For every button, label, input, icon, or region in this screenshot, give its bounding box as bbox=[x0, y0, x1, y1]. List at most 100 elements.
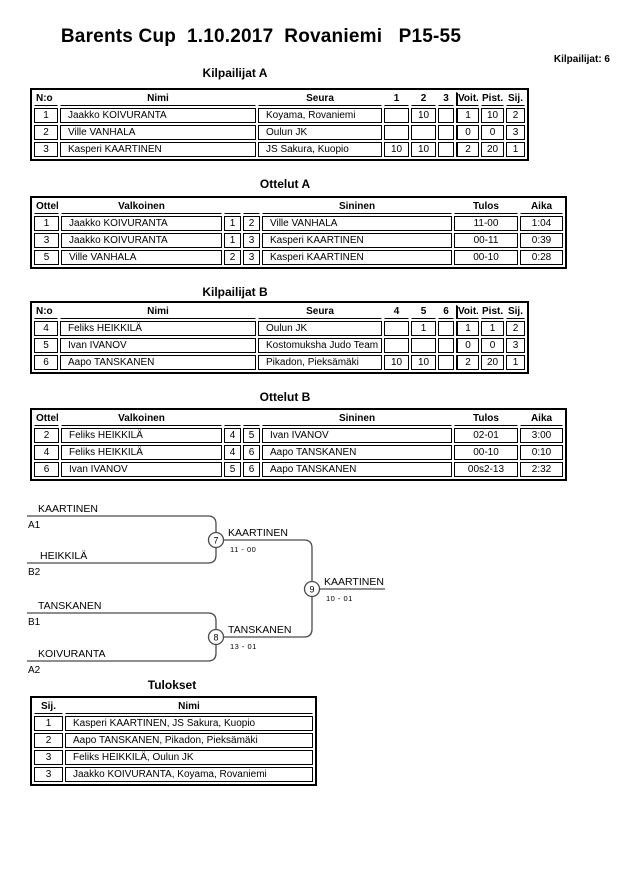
cell-white-no: 5 bbox=[224, 462, 241, 477]
table-row: 3 Kasperi KAARTINEN JS Sakura, Kuopio 10… bbox=[34, 142, 525, 157]
col-header-time: Aika bbox=[520, 412, 563, 426]
cell-no: 3 bbox=[34, 142, 58, 157]
col-header-2: 2 bbox=[411, 92, 436, 106]
section-title-matches-b: Ottelut B bbox=[259, 390, 311, 404]
section-title-matches-a: Ottelut A bbox=[259, 177, 311, 191]
col-header-6: 6 bbox=[438, 305, 454, 319]
cell-blue-name: Ville VANHALA bbox=[262, 216, 452, 231]
cell-match-no: 1 bbox=[34, 216, 59, 231]
elimination-bracket: KAARTINEN A1 HEIKKILÄ B2 TANSKANEN B1 KO… bbox=[27, 503, 385, 676]
table-row: 1 Kasperi KAARTINEN, JS Sakura, Kuopio bbox=[34, 716, 313, 731]
cell-white-name: Ville VANHALA bbox=[61, 250, 222, 265]
bracket-line-slot-b2 bbox=[27, 548, 217, 564]
cell-no: 6 bbox=[34, 355, 58, 370]
cell-score-4 bbox=[384, 321, 409, 336]
cell-score-6 bbox=[438, 355, 454, 370]
cell-wins: 2 bbox=[456, 142, 479, 157]
col-header-spacer bbox=[243, 200, 260, 214]
bracket-lines bbox=[27, 515, 385, 662]
cell-result: 11-00 bbox=[454, 216, 518, 231]
col-header-white: Valkoinen bbox=[61, 200, 222, 214]
cell-white-no: 1 bbox=[224, 233, 241, 248]
col-header-white: Valkoinen bbox=[61, 412, 222, 426]
cell-place: 1 bbox=[506, 355, 525, 370]
cell-score-2: 10 bbox=[411, 108, 436, 123]
cell-score-2: 10 bbox=[411, 142, 436, 157]
table-row: 6 Aapo TANSKANEN Pikadon, Pieksämäki 10 … bbox=[34, 355, 525, 370]
bracket-slot-name: KOIVURANTA bbox=[38, 648, 105, 660]
col-header-blue: Sininen bbox=[262, 200, 452, 214]
table-row: 2 Feliks HEIKKILÄ 4 5 Ivan IVANOV 02-01 … bbox=[34, 428, 563, 443]
cell-name: Jaakko KOIVURANTA, Koyama, Rovaniemi bbox=[65, 767, 313, 782]
bracket-winner-name: KAARTINEN bbox=[228, 527, 288, 539]
table-row: 2 Ville VANHALA Oulun JK 0 0 3 bbox=[34, 125, 525, 140]
table-row: 5 Ivan IVANOV Kostomuksha Judo Team 0 0 … bbox=[34, 338, 525, 353]
cell-name: Ville VANHALA bbox=[60, 125, 256, 140]
cell-wins: 1 bbox=[456, 321, 479, 336]
cell-score-6 bbox=[438, 338, 454, 353]
bracket-slot-name: KAARTINEN bbox=[38, 503, 98, 515]
cell-name: Ivan IVANOV bbox=[60, 338, 256, 353]
col-header-4: 4 bbox=[384, 305, 409, 319]
table-row: 1 Jaakko KOIVURANTA Koyama, Rovaniemi 10… bbox=[34, 108, 525, 123]
cell-name: Feliks HEIKKILÄ bbox=[60, 321, 256, 336]
col-header-result: Tulos bbox=[454, 200, 518, 214]
table-row: 2 Aapo TANSKANEN, Pikadon, Pieksämäki bbox=[34, 733, 313, 748]
bracket-slot-label: A2 bbox=[28, 665, 41, 676]
cell-score-5: 1 bbox=[411, 321, 436, 336]
col-header-match: Ottelu bbox=[34, 413, 59, 426]
table-row: 4 Feliks HEIKKILÄ Oulun JK 1 1 1 2 bbox=[34, 321, 525, 336]
col-header-wins: Voit. bbox=[456, 92, 479, 106]
bracket-slot-label: A1 bbox=[28, 520, 41, 531]
cell-name: Aapo TANSKANEN, Pikadon, Pieksämäki bbox=[65, 733, 313, 748]
bracket-line-slot-a2 bbox=[27, 645, 217, 662]
cell-club: Kostomuksha Judo Team bbox=[258, 338, 382, 353]
cell-white-name: Jaakko KOIVURANTA bbox=[61, 233, 222, 248]
col-header-name: Nimi bbox=[60, 305, 256, 319]
bracket-match-score: 10 - 01 bbox=[326, 594, 353, 603]
cell-no: 2 bbox=[34, 125, 58, 140]
match-circle-7 bbox=[207, 531, 225, 549]
cell-blue-name: Kasperi KAARTINEN bbox=[262, 233, 452, 248]
match-circle-8 bbox=[207, 628, 225, 646]
cell-score-3 bbox=[438, 108, 454, 123]
col-header-place: Sij. bbox=[34, 700, 63, 714]
cell-place: 3 bbox=[506, 338, 525, 353]
match-number: 8 bbox=[213, 633, 218, 643]
col-header-spacer bbox=[243, 412, 260, 426]
cell-blue-no: 3 bbox=[243, 250, 260, 265]
cell-time: 0:28 bbox=[520, 250, 563, 265]
cell-points: 10 bbox=[481, 108, 504, 123]
results-table: Sij. Nimi 1 Kasperi KAARTINEN, JS Sakura… bbox=[30, 696, 317, 786]
bracket-line-semi2-winner bbox=[224, 597, 313, 638]
cell-club: Pikadon, Pieksämäki bbox=[258, 355, 382, 370]
bracket-line-semi1-winner bbox=[224, 539, 313, 581]
table-row: 3 Jaakko KOIVURANTA 1 3 Kasperi KAARTINE… bbox=[34, 233, 563, 248]
cell-club: Oulun JK bbox=[258, 125, 382, 140]
cell-blue-no: 6 bbox=[243, 462, 260, 477]
cell-result: 00-10 bbox=[454, 445, 518, 460]
table-row: 3 Feliks HEIKKILÄ, Oulun JK bbox=[34, 750, 313, 765]
col-header-match: Ottelu bbox=[34, 201, 59, 214]
cell-time: 2:32 bbox=[520, 462, 563, 477]
cell-club: Oulun JK bbox=[258, 321, 382, 336]
cell-place: 3 bbox=[506, 125, 525, 140]
col-header-name: Nimi bbox=[60, 92, 256, 106]
cell-club: Koyama, Rovaniemi bbox=[258, 108, 382, 123]
cell-no: 1 bbox=[34, 108, 58, 123]
cell-score-6 bbox=[438, 321, 454, 336]
cell-score-4 bbox=[384, 338, 409, 353]
col-header-no: N:o bbox=[34, 92, 58, 106]
cell-score-1 bbox=[384, 108, 409, 123]
bracket-slot-label: B2 bbox=[28, 567, 41, 578]
cell-time: 0:10 bbox=[520, 445, 563, 460]
bracket-match-score: 11 - 00 bbox=[230, 545, 256, 554]
bracket-line-slot-b1 bbox=[27, 612, 217, 629]
table-row: 6 Ivan IVANOV 5 6 Aapo TANSKANEN 00s2-13… bbox=[34, 462, 563, 477]
col-header-club: Seura bbox=[258, 305, 382, 319]
cell-match-no: 4 bbox=[34, 445, 59, 460]
cell-points: 0 bbox=[481, 338, 504, 353]
cell-blue-name: Kasperi KAARTINEN bbox=[262, 250, 452, 265]
cell-wins: 0 bbox=[456, 125, 479, 140]
col-header-spacer bbox=[224, 412, 241, 426]
